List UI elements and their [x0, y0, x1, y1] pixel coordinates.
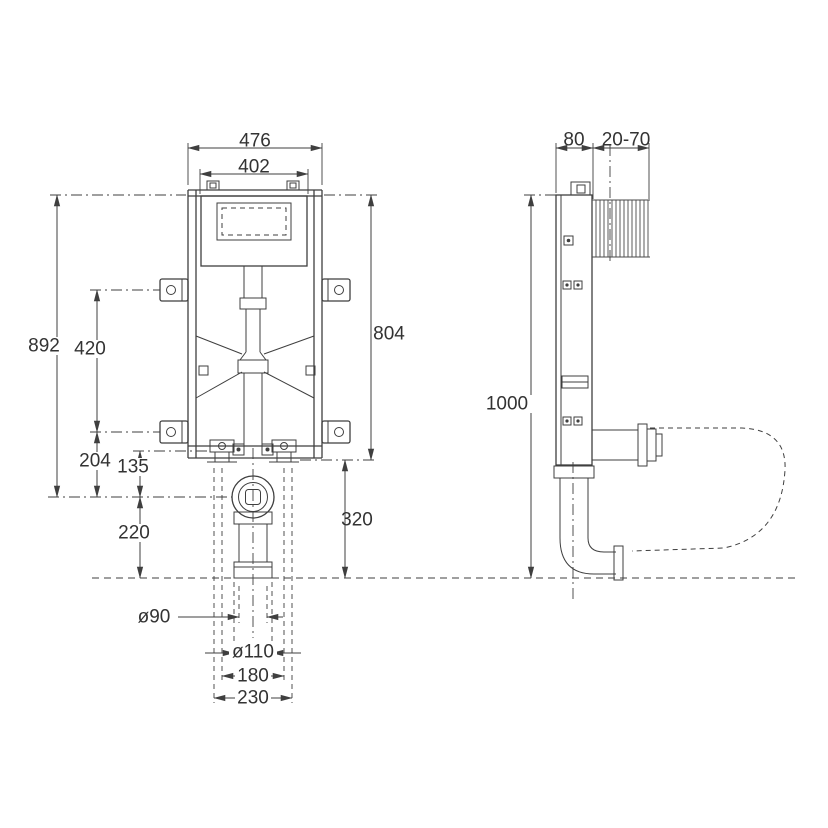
- adjustable-foot-right: [269, 439, 299, 463]
- dim-label-top-outer: 476: [239, 131, 271, 152]
- dim-label-frame-to-outlet: 135: [117, 457, 149, 478]
- dim-label-lower-height: 320: [341, 510, 373, 531]
- flush-plate-window: [216, 202, 292, 241]
- label-backgrounds: [24, 337, 532, 707]
- wall-hatch: [592, 199, 650, 258]
- water-inlet: [570, 181, 591, 196]
- dim-label-side-overall-height: 1000: [486, 394, 528, 415]
- dimension-labels: 476 402 892 420 204 135 220 804 320 ø90 …: [28, 130, 650, 709]
- top-screw-left: [206, 180, 220, 191]
- adjustable-foot-left: [207, 439, 237, 463]
- front-view: [159, 180, 351, 579]
- flush-pipe: [195, 266, 316, 444]
- extension-lines: [48, 143, 798, 703]
- dim-label-frame-height: 804: [373, 324, 405, 345]
- dim-label-outlet-pipe-diameter: ø90: [138, 607, 171, 628]
- dim-label-drain-pipe-diameter: ø110: [232, 642, 274, 663]
- dim-label-wall-finish-range: 20-70: [602, 130, 651, 151]
- dim-label-bracket-to-outlet: 204: [79, 451, 111, 472]
- dim-label-top-inner: 402: [238, 157, 270, 178]
- mounting-bracket-lower-left: [159, 420, 189, 444]
- dim-label-base-width: 230: [237, 688, 269, 709]
- toilet-outlet-pipe: [592, 423, 663, 467]
- mounting-bracket-lower-right: [321, 420, 351, 444]
- frame-profile: [555, 181, 593, 466]
- dim-label-bolt-spacing: 180: [237, 666, 269, 687]
- drain-elbow: [553, 465, 624, 581]
- cistern-tank: [200, 195, 308, 267]
- toilet-pan-outline: [631, 427, 786, 552]
- mounting-bracket-upper-right: [321, 278, 351, 302]
- support-frame: [187, 180, 323, 459]
- dim-label-bracket-spacing: 420: [74, 339, 106, 360]
- dim-label-frame-depth: 80: [563, 130, 584, 151]
- side-view: [553, 181, 786, 581]
- dim-label-overall-height: 892: [28, 336, 60, 357]
- dim-label-outlet-to-floor: 220: [118, 523, 150, 544]
- centerline-side: [572, 145, 611, 600]
- top-screw-right: [286, 180, 300, 191]
- mounting-bracket-upper-left: [159, 278, 189, 302]
